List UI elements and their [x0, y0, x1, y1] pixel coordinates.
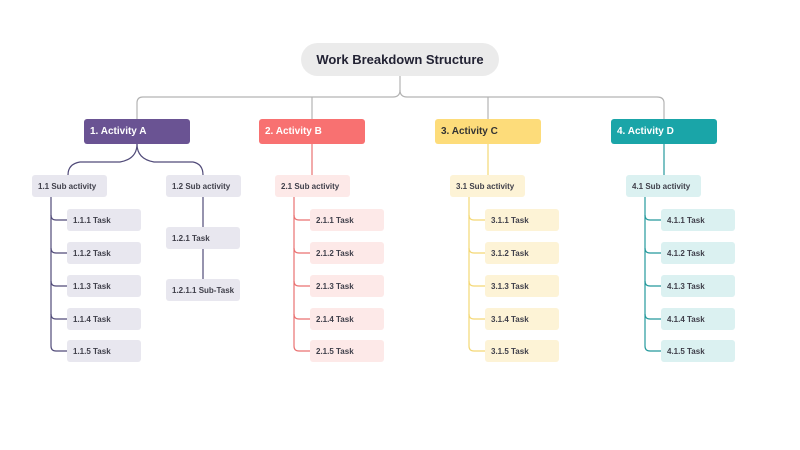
task-3-1-4[interactable]: 3.1.4 Task: [485, 308, 559, 330]
task-1-1-2[interactable]: 1.1.2 Task: [67, 242, 141, 264]
root-to-activity-a-line: [136, 76, 401, 119]
task-3-1-2[interactable]: 3.1.2 Task: [485, 242, 559, 264]
task-4-1-3[interactable]: 4.1.3 Task: [661, 275, 735, 297]
sub-2-1-branch-3: [293, 280, 310, 287]
task-3-1-5[interactable]: 3.1.5 Task: [485, 340, 559, 362]
task-3-1-3[interactable]: 3.1.3 Task: [485, 275, 559, 297]
sub-2-1-branch-1: [293, 214, 310, 221]
sub-activity-2-1[interactable]: 2.1 Sub activity: [275, 175, 350, 197]
sub-activity-4-1[interactable]: 4.1 Sub activity: [626, 175, 701, 197]
sub-1-1-branch-4: [50, 313, 67, 320]
sub-1-1-branch-3: [50, 280, 67, 287]
task-2-1-1[interactable]: 2.1.1 Task: [310, 209, 384, 231]
root-node[interactable]: Work Breakdown Structure: [301, 43, 499, 76]
sub-3-1-trunk-line: [468, 197, 485, 352]
sub-1-1-trunk-line: [50, 197, 67, 352]
activity-c-node[interactable]: 3. Activity C: [435, 119, 541, 144]
task-1-1-4[interactable]: 1.1.4 Task: [67, 308, 141, 330]
activity-b-node[interactable]: 2. Activity B: [259, 119, 365, 144]
sub-4-1-branch-3: [644, 280, 661, 287]
activity-a-node[interactable]: 1. Activity A: [84, 119, 190, 144]
task-2-1-3[interactable]: 2.1.3 Task: [310, 275, 384, 297]
activity-a-to-sub-1-2-line: [136, 143, 204, 176]
task-2-1-2[interactable]: 2.1.2 Task: [310, 242, 384, 264]
activity-d-node[interactable]: 4. Activity D: [611, 119, 717, 144]
task-1-1-3[interactable]: 1.1.3 Task: [67, 275, 141, 297]
activity-a-to-sub-1-1-line: [67, 143, 138, 176]
sub-task-1-2-1-1[interactable]: 1.2.1.1 Sub-Task: [166, 279, 240, 301]
sub-2-1-trunk-line: [293, 197, 310, 352]
sub-3-1-branch-3: [468, 280, 485, 287]
task-4-1-5[interactable]: 4.1.5 Task: [661, 340, 735, 362]
sub-2-1-branch-4: [293, 313, 310, 320]
sub-activity-1-2[interactable]: 1.2 Sub activity: [166, 175, 241, 197]
task-1-1-1[interactable]: 1.1.1 Task: [67, 209, 141, 231]
task-4-1-2[interactable]: 4.1.2 Task: [661, 242, 735, 264]
task-3-1-1[interactable]: 3.1.1 Task: [485, 209, 559, 231]
sub-3-1-branch-4: [468, 313, 485, 320]
task-1-2-1[interactable]: 1.2.1 Task: [166, 227, 240, 249]
sub-3-1-branch-2: [468, 247, 485, 254]
task-2-1-5[interactable]: 2.1.5 Task: [310, 340, 384, 362]
sub-1-1-branch-1: [50, 214, 67, 221]
sub-activity-3-1[interactable]: 3.1 Sub activity: [450, 175, 525, 197]
sub-4-1-branch-1: [644, 214, 661, 221]
sub-2-1-branch-2: [293, 247, 310, 254]
task-4-1-4[interactable]: 4.1.4 Task: [661, 308, 735, 330]
sub-4-1-branch-4: [644, 313, 661, 320]
sub-3-1-branch-1: [468, 214, 485, 221]
sub-activity-1-1[interactable]: 1.1 Sub activity: [32, 175, 107, 197]
sub-4-1-trunk-line: [644, 197, 661, 352]
sub-4-1-branch-2: [644, 247, 661, 254]
task-2-1-4[interactable]: 2.1.4 Task: [310, 308, 384, 330]
root-to-activity-d-line: [399, 89, 665, 119]
sub-1-1-branch-2: [50, 247, 67, 254]
task-1-1-5[interactable]: 1.1.5 Task: [67, 340, 141, 362]
task-4-1-1[interactable]: 4.1.1 Task: [661, 209, 735, 231]
